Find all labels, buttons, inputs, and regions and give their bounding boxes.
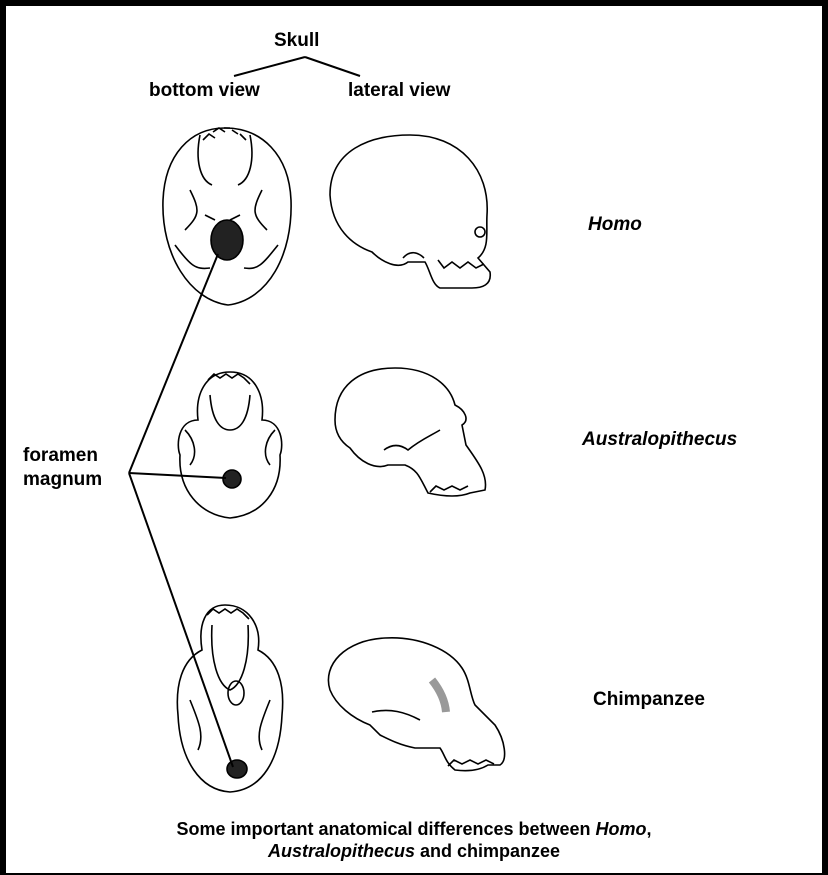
caption-line2: Australopithecus and chimpanzee — [0, 840, 828, 862]
australopithecus-lateral-view-drawing — [335, 368, 486, 496]
foramen-magnum-label: foramen magnum — [23, 444, 102, 492]
australopithecus-bottom-view-drawing — [178, 372, 281, 518]
caption-text-1: Some important anatomical differences be… — [176, 819, 595, 839]
homo-label: Homo — [588, 214, 642, 236]
homo-lateral-view-drawing — [330, 135, 490, 288]
chimpanzee-bottom-view-drawing — [177, 605, 282, 792]
caption-text-3: and chimpanzee — [415, 841, 560, 861]
foramen-magnum-label-line2: magnum — [23, 468, 102, 492]
bottom-view-label: bottom view — [149, 80, 260, 102]
skull-bracket — [234, 57, 360, 76]
lateral-view-label: lateral view — [348, 80, 450, 102]
caption-australopithecus: Australopithecus — [268, 841, 415, 861]
caption-homo: Homo — [596, 819, 647, 839]
skull-heading: Skull — [274, 30, 319, 52]
chimpanzee-label: Chimpanzee — [593, 689, 705, 711]
chimpanzee-lateral-view-drawing — [328, 638, 504, 771]
caption-text-2: , — [647, 819, 652, 839]
figure-caption: Some important anatomical differences be… — [0, 818, 828, 862]
homo-bottom-view-drawing — [163, 128, 291, 305]
australopithecus-label: Australopithecus — [582, 429, 737, 451]
caption-line1: Some important anatomical differences be… — [0, 818, 828, 840]
foramen-magnum-label-line1: foramen — [23, 444, 102, 468]
